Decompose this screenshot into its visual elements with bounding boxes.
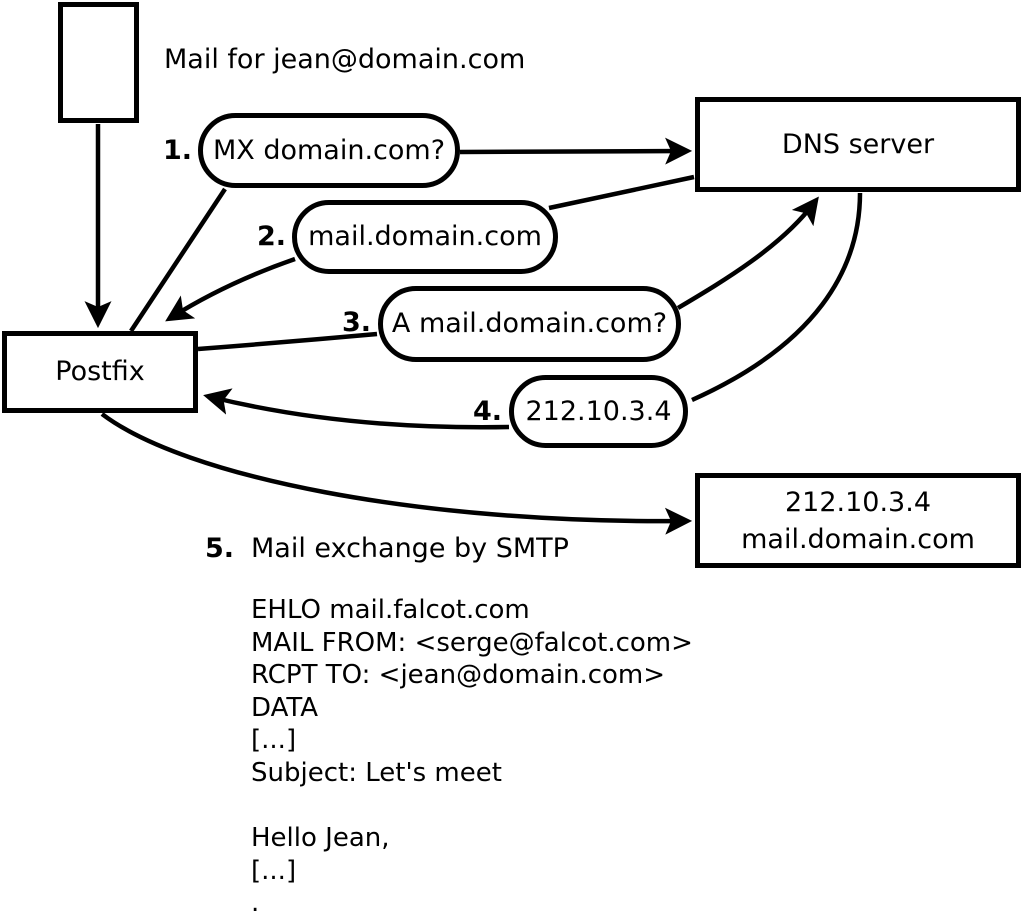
line-dns-to-mx-answer — [548, 174, 695, 211]
step-5-number: 5. — [205, 533, 235, 564]
line-dns-to-a-answer — [691, 192, 863, 403]
smtp-session-text: EHLO mail.falcot.com MAIL FROM: <serge@f… — [251, 595, 693, 919]
arrow-mx-query-to-dns — [459, 137, 693, 165]
mail-document-shape — [58, 2, 139, 123]
step-3-pill-a-query: A mail.domain.com? — [378, 286, 681, 362]
step-5-label: Mail exchange by SMTP — [251, 533, 569, 564]
line-postfix-to-mx-query — [129, 187, 227, 333]
dns-server-box: DNS server — [695, 97, 1021, 192]
step-1-number: 1. — [162, 135, 192, 166]
step-4-number: 4. — [472, 396, 502, 427]
step-4-pill-a-answer: 212.10.3.4 — [509, 375, 688, 448]
arrow-a-query-to-dns — [676, 196, 819, 310]
arrow-postfix-to-destination — [100, 412, 693, 535]
step-2-pill-mx-answer: mail.domain.com — [292, 200, 558, 274]
step-3-number: 3. — [341, 307, 371, 338]
arrow-a-answer-to-postfix — [203, 388, 510, 430]
postfix-box: Postfix — [2, 331, 198, 413]
destination-server-box: 212.10.3.4 mail.domain.com — [695, 473, 1021, 568]
line-postfix-to-a-query — [197, 331, 378, 352]
step-1-pill-mx-query: MX domain.com? — [198, 113, 460, 188]
intro-label: Mail for jean@domain.com — [164, 44, 526, 75]
step-2-number: 2. — [256, 221, 286, 252]
arrow-mx-answer-to-postfix — [165, 256, 296, 322]
